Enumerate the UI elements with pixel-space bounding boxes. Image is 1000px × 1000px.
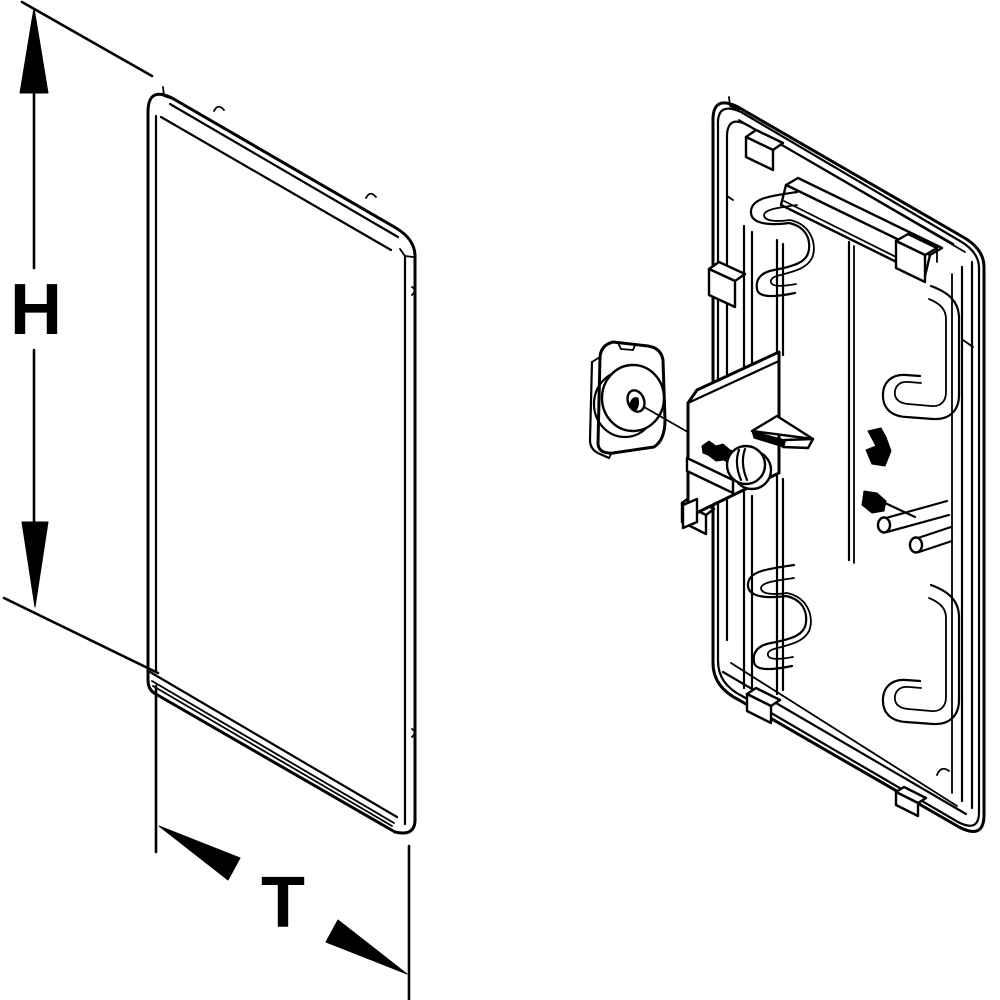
frame-corner-notch [728, 96, 740, 111]
frame-bottom-rim-notch [936, 767, 950, 776]
frame-bottom-rim-line2 [730, 662, 958, 807]
panel-pip-4 [411, 728, 416, 738]
arrowhead-up-icon [19, 7, 49, 94]
arrowhead-downright-icon [325, 919, 408, 975]
height-dimension: H [2, 0, 160, 675]
arrowhead-upleft-icon [158, 825, 241, 881]
marker-pin-shaft [883, 501, 917, 519]
plate-foot [681, 497, 699, 530]
panel-top-edge-line2 [159, 115, 393, 252]
right-top-clip-outer [881, 284, 961, 421]
arrow-top-face [750, 414, 815, 441]
extension-line-top [20, 0, 154, 78]
panel-bottom-edge-line2 [151, 680, 395, 824]
thickness-label: T [261, 863, 305, 943]
side-pins [876, 499, 954, 554]
clip-block-front-face [894, 239, 927, 284]
tab-botright-frontface [894, 790, 920, 818]
left-bottom-clip-outer [746, 563, 808, 671]
arrowhead-down-icon [21, 521, 49, 608]
right-bottom-clip [881, 583, 961, 726]
panel-bottom-edge-line3 [152, 685, 393, 827]
screw-slot-line1 [735, 448, 743, 482]
right-bottom-clip-outer [881, 583, 961, 726]
left-top-clip-outer [749, 190, 811, 298]
right-top-clip-inner [893, 298, 947, 407]
frame-right-rim-notch [962, 339, 974, 348]
front-view-panel [146, 86, 417, 835]
fixing-screw [701, 440, 773, 491]
panel-pip-2 [365, 192, 377, 199]
frame-outer-outline [711, 101, 986, 833]
mounting-tabs [680, 128, 928, 818]
panel-corner-notch-tr [399, 248, 414, 258]
left-top-clip [749, 190, 815, 298]
plate-clip-arm [685, 456, 735, 495]
nut-top-notch [617, 342, 636, 351]
tab-top-frontface [744, 135, 775, 172]
screw-slot-line2 [741, 447, 749, 482]
arrow-under-right [781, 437, 815, 450]
square-nut [588, 340, 687, 460]
left-top-clip-inner [763, 204, 815, 287]
right-top-clip [881, 284, 961, 421]
pin1-top-line [884, 499, 949, 520]
panel-top-edge-line1 [168, 102, 400, 239]
frame-outer-edge-line [716, 107, 981, 827]
panel-outline [146, 92, 417, 835]
left-bottom-clip-inner [760, 577, 812, 660]
center-struts [742, 224, 855, 696]
right-bottom-clip-inner [893, 597, 947, 712]
nut-thickness-edge [588, 360, 611, 460]
plate-top-edge [686, 359, 781, 405]
pin1-end-cap [876, 516, 892, 534]
extension-line-bottom [2, 596, 160, 675]
pin1-bottom-line [885, 513, 951, 534]
panel-corner-notch-tl [162, 86, 174, 100]
tab-bottom-frontface [745, 692, 773, 725]
left-bottom-clip [746, 563, 812, 671]
marker-pin-head [861, 490, 887, 514]
right-clip-block [894, 232, 939, 284]
panel-bottom-edge-line1 [148, 670, 399, 819]
height-label: H [10, 270, 62, 350]
pin2-bottom-line [917, 539, 954, 554]
panel-pip-1 [213, 105, 225, 112]
thickness-dimension: T [154, 684, 411, 1000]
marker-arrow-icon [865, 427, 892, 467]
pin2-top-line [916, 525, 953, 540]
assembly-axis-line [643, 406, 687, 432]
tab-leftmid-frontface [707, 267, 737, 309]
rear-view-endcap [680, 96, 986, 833]
clip-block-side-edge [924, 247, 938, 263]
panel-pip-3 [411, 286, 416, 296]
nut-hole-shadow [629, 397, 640, 412]
frame-left-wall-step [726, 195, 734, 201]
pin2-end-cap [908, 536, 924, 554]
insert-direction-arrow-icon [750, 414, 815, 450]
side-markers [861, 427, 917, 519]
